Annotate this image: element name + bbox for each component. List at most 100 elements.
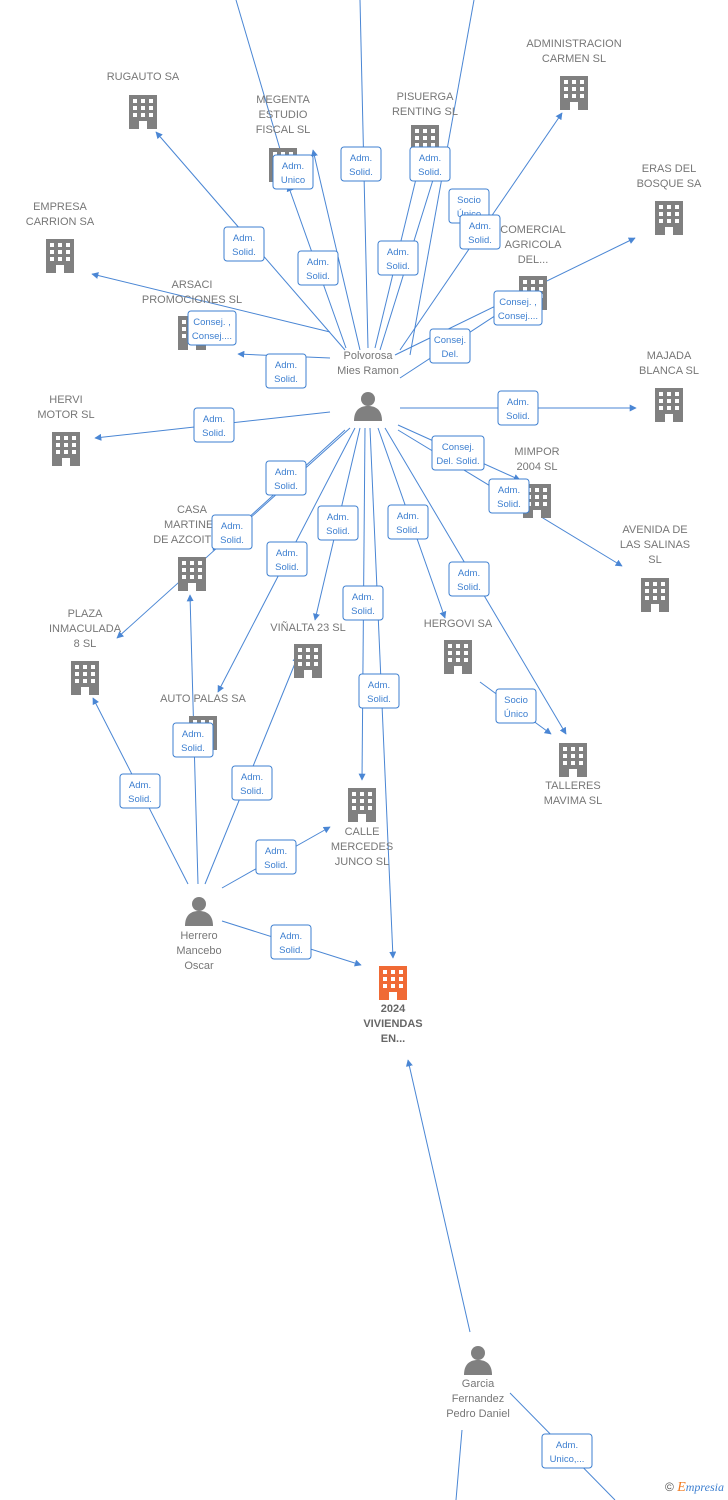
relation-label[interactable]: Adm.Solid. [265, 353, 307, 389]
building-icon [52, 432, 80, 466]
relation-label-text: Adm. [352, 592, 374, 603]
company-name: PISUERGA [397, 91, 455, 103]
relation-label[interactable]: Adm.Solid. [231, 765, 273, 801]
company-name: ERAS DEL [642, 163, 696, 175]
company-name: RUGAUTO SA [107, 71, 180, 83]
relation-label-text: Adm. [275, 360, 297, 371]
relation-label-text: Solid. [128, 794, 152, 805]
relation-label[interactable]: Adm.Solid. [193, 407, 235, 443]
relation-label[interactable]: Adm.Solid. [266, 541, 308, 577]
company-node-comercial[interactable]: COMERCIALAGRICOLADEL... [500, 224, 566, 310]
relation-label-text: Solid. [275, 562, 299, 573]
relation-label-text: Solid. [220, 535, 244, 546]
company-node-pisuerga[interactable]: PISUERGA RENTING SL [392, 91, 458, 159]
relation-label-box [317, 505, 359, 541]
building-icon [444, 640, 472, 674]
relation-label[interactable]: Adm.Solid. [358, 673, 400, 709]
relation-label[interactable]: Consej.Del. [429, 328, 471, 364]
company-node-focus[interactable]: 2024VIVIENDASEN... [363, 966, 423, 1045]
relation-label[interactable]: Adm.Solid. [255, 839, 297, 875]
relation-label[interactable]: Adm.Solid. [223, 226, 265, 262]
relation-label-text: Solid. [418, 167, 442, 178]
relation-label-box [266, 541, 308, 577]
relation-label-text: Adm. [419, 153, 441, 164]
company-name: EN... [381, 1033, 405, 1045]
relation-label[interactable]: Adm.Solid. [448, 561, 490, 597]
relation-label[interactable]: Consej. ,Consej.... [493, 290, 543, 326]
relation-label-text: Solid. [457, 582, 481, 593]
relation-label-box [255, 839, 297, 875]
company-name: CARRION SA [26, 216, 95, 228]
person-name: Fernandez [452, 1393, 505, 1405]
company-name: 2004 SL [517, 461, 558, 473]
company-name: 8 SL [74, 638, 97, 650]
relation-label-text: Adm. [469, 221, 491, 232]
company-name: AGRICOLA [505, 239, 563, 251]
company-node-auto_palas[interactable]: AUTO PALAS SA [160, 693, 247, 750]
company-name: VIVIENDAS [363, 1018, 422, 1030]
relation-edge [405, 1059, 471, 1333]
relation-label[interactable]: Adm. Solid. [211, 514, 253, 550]
relation-edge [455, 1429, 463, 1500]
relation-label[interactable]: Adm.Solid. [270, 924, 312, 960]
building-icon [559, 743, 587, 777]
relation-label-text: Unico [281, 175, 305, 186]
relation-label[interactable]: Adm. Solid. [119, 773, 161, 809]
company-name: FISCAL SL [256, 124, 311, 136]
relation-label[interactable]: Adm.Solid. [265, 460, 307, 496]
relation-label-box [431, 435, 485, 471]
person-name: Mancebo [176, 945, 221, 957]
relation-label-box [495, 688, 537, 724]
relation-label-text: Solid. [306, 271, 330, 282]
relation-label-text: Adm. [129, 780, 151, 791]
relation-label[interactable]: Adm.Solid. [342, 585, 384, 621]
company-name: RENTING SL [392, 106, 458, 118]
relation-label[interactable]: Adm.Solid. [377, 240, 419, 276]
relation-label[interactable]: Consej. ,Consej.... [187, 310, 237, 346]
relation-label[interactable]: Adm.Solid. [172, 722, 214, 758]
relation-label[interactable]: Adm.Unico [272, 154, 314, 190]
relation-label-text: Único [504, 709, 528, 720]
relation-label[interactable]: Adm.Unico,... [541, 1433, 593, 1469]
relation-label-box [459, 214, 501, 250]
relation-label-text: Adm. [265, 846, 287, 857]
relation-label-text: Solid. [181, 743, 205, 754]
relation-label[interactable]: Adm. Solid. [409, 146, 451, 182]
relation-label[interactable]: Consej.Del. Solid. [431, 435, 485, 471]
relation-label[interactable]: Adm.Solid. [459, 214, 501, 250]
relation-label-box [387, 504, 429, 540]
relation-label[interactable]: Adm.Solid. [497, 390, 539, 426]
relation-label[interactable]: Adm.Solid. [387, 504, 429, 540]
relation-label[interactable]: Adm.Solid. [488, 478, 530, 514]
relation-label[interactable]: Adm.Solid. [317, 505, 359, 541]
relation-label-text: Adm. [221, 521, 243, 532]
relation-label-box [231, 765, 273, 801]
company-node-rugauto[interactable]: RUGAUTO SA [107, 71, 180, 129]
relation-label-text: Consej. [442, 442, 474, 453]
company-node-hergovi[interactable]: HERGOVI SA [424, 618, 493, 674]
relation-label-box [119, 773, 161, 809]
relation-label[interactable]: Adm.Solid. [297, 250, 339, 286]
company-name: INMACULADA [49, 623, 122, 635]
relation-label-box [340, 146, 382, 182]
brand-logo-letter: E [677, 1480, 686, 1495]
company-node-vinalta[interactable]: VIÑALTA 23 SL [270, 621, 346, 678]
relation-label[interactable]: Adm.Solid. [340, 146, 382, 182]
